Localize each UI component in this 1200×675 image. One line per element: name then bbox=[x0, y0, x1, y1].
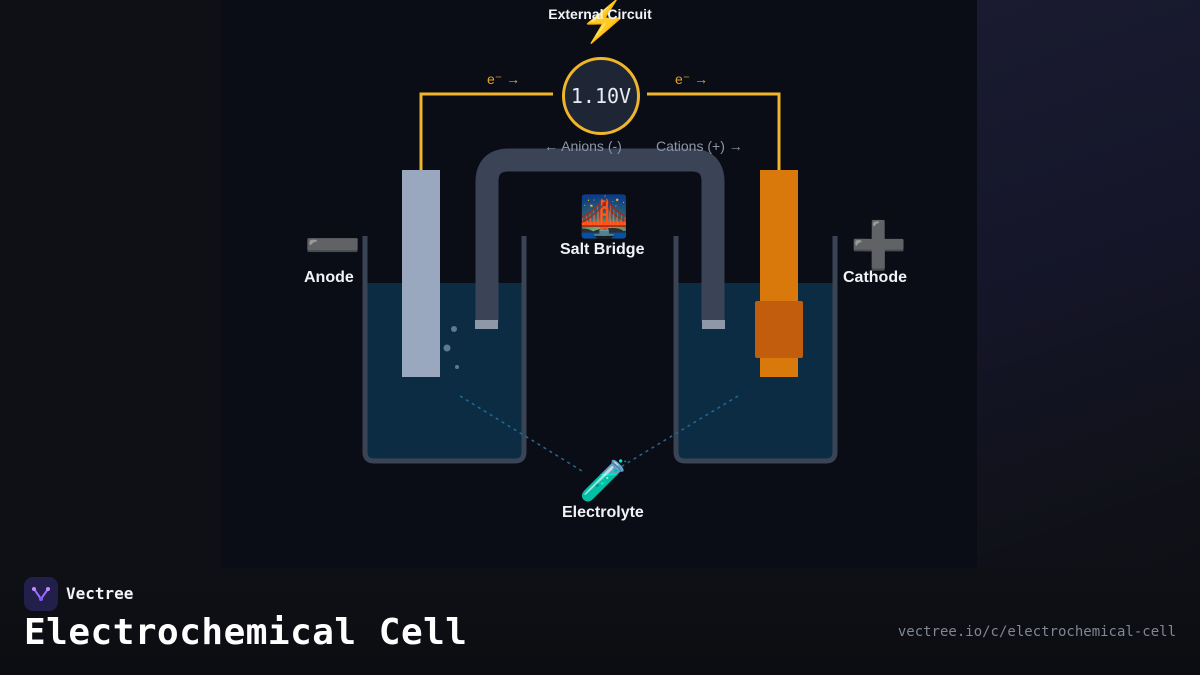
wire-left bbox=[419, 92, 553, 170]
wire-right bbox=[647, 92, 781, 170]
minus-icon: ➖ bbox=[304, 219, 362, 271]
test-tube-icon: 🧪 bbox=[579, 459, 629, 503]
electron-flow-left: e⁻ → bbox=[487, 71, 521, 87]
salt-bridge-plug-left bbox=[475, 320, 498, 329]
bubble bbox=[443, 344, 451, 352]
anions-label: ← Anions (-) bbox=[544, 138, 622, 154]
bubble bbox=[455, 365, 459, 369]
cell-diagram bbox=[362, 92, 838, 472]
page-title: Electrochemical Cell bbox=[24, 612, 468, 653]
cathode-deposit bbox=[755, 301, 803, 358]
plus-icon: ➕ bbox=[850, 219, 908, 271]
anode-electrode bbox=[402, 170, 440, 377]
anode-solution bbox=[367, 283, 522, 459]
electron-flow-right: e⁻ → bbox=[675, 71, 709, 87]
external-circuit-label: External Circuit bbox=[548, 6, 652, 22]
electrolyte-label: Electrolyte bbox=[562, 504, 644, 521]
page-url-link[interactable]: vectree.io/c/electrochemical-cell bbox=[897, 624, 1176, 640]
electrolyte-pointer-right bbox=[613, 395, 739, 472]
electrolyte-pointer-left bbox=[459, 395, 583, 472]
cations-label: Cations (+) → bbox=[656, 138, 743, 154]
salt-bridge-label: Salt Bridge bbox=[560, 241, 645, 258]
brand-name[interactable]: Vectree bbox=[66, 584, 134, 603]
voltmeter-reading: 1.10V bbox=[562, 57, 640, 135]
background-gradient bbox=[977, 0, 1200, 675]
lightning-icon: ⚡ bbox=[579, 0, 629, 44]
bridge-icon: 🌉 bbox=[579, 195, 629, 239]
anode-beaker bbox=[362, 236, 527, 464]
cathode-beaker bbox=[673, 236, 838, 464]
cathode-label: Cathode bbox=[843, 269, 907, 286]
bubble bbox=[451, 326, 457, 332]
salt-bridge-plug-right bbox=[702, 320, 725, 329]
vectree-logo-icon[interactable] bbox=[24, 577, 58, 611]
salt-bridge-tube bbox=[475, 148, 725, 322]
anode-label: Anode bbox=[304, 269, 354, 286]
footer bbox=[0, 568, 1200, 675]
